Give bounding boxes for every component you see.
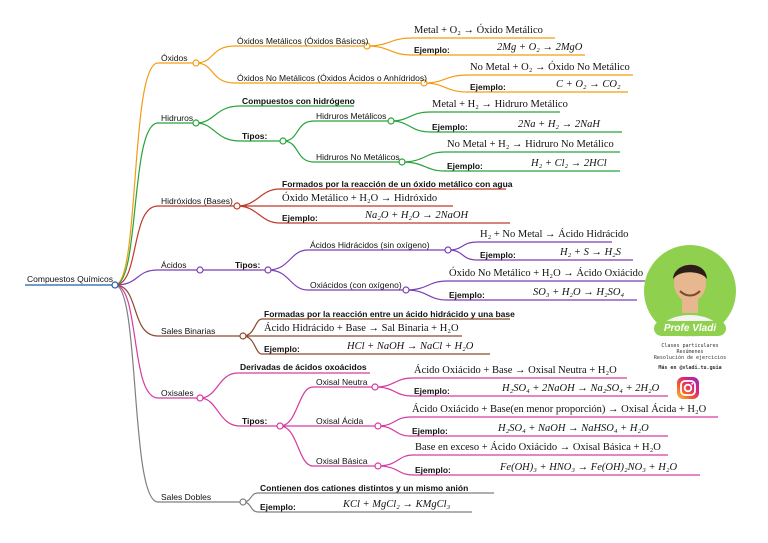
- hidruros-no-metalicos-label: Hidruros No Metálicos: [316, 152, 400, 162]
- acidos-hidracidos-ejemplo: H₂ + S → H₂S: [560, 247, 621, 259]
- oxisal-acida-ejemplo: H₂SO₄ + NaOH → NaHSO₄ + H₂O: [498, 423, 649, 435]
- oxisal-acida-formula: Ácido Oxiácido + Base(en menor proporció…: [412, 404, 706, 416]
- oxisal-neutra-formula: Ácido Oxiácido + Base → Oxisal Neutra + …: [414, 365, 617, 377]
- oxidos-no-metalicos-ejemplo-label: Ejemplo:: [470, 82, 506, 92]
- promo-name-badge: Profe Vladi: [654, 321, 726, 336]
- oxisal-acida-ejemplo-label: Ejemplo:: [412, 426, 448, 436]
- oxisal-neutra-ejemplo: H₂SO₄ + 2NaOH → Na₂SO₄ + 2H₂O: [502, 383, 659, 395]
- sales-binarias-formula: Ácido Hidrácido + Base → Sal Binaria + H…: [264, 323, 459, 335]
- oxidos-metalicos-ejemplo: 2Mg + O₂ → 2MgO: [497, 42, 582, 54]
- instagram-icon[interactable]: [677, 377, 699, 399]
- acidos-hidracidos-ejemplo-label: Ejemplo:: [480, 250, 516, 260]
- hidruros-metalicos-label: Hidruros Metálicos: [316, 111, 386, 121]
- hidroxidos-ejemplo: Na₂O + H₂O → 2NaOH: [365, 210, 468, 222]
- branch-oxisales: Oxisales: [161, 388, 194, 398]
- promo-line-4: Más en @vladi.tu.guia: [640, 365, 740, 371]
- oxisal-acida-label: Oxisal Ácida: [316, 416, 363, 426]
- acidos-hidracidos-formula: H₂ + No Metal → Ácido Hidrácido: [480, 229, 628, 241]
- promo-line-3: Resolución de ejercicios: [640, 355, 740, 361]
- branch-hidruros: Hidruros: [161, 113, 193, 123]
- acidos-oxacidos-ejemplo: SO₃ + H₂O → H₂SO₄: [533, 287, 624, 299]
- hidruros-tipos-label: Tipos:: [242, 131, 267, 141]
- sales-dobles-desc: Contienen dos cationes distintos y un mi…: [260, 483, 468, 493]
- hidruros-no-metalicos-ejemplo: H₂ + Cl₂ → 2HCl: [531, 158, 607, 170]
- oxisales-desc: Derivadas de ácidos oxoácidos: [240, 362, 367, 372]
- branch-hidroxidos: Hidróxidos (Bases): [161, 196, 233, 206]
- acidos-oxacidos-ejemplo-label: Ejemplo:: [449, 290, 485, 300]
- oxisal-neutra-label: Oxisal Neutra: [316, 377, 368, 387]
- oxisal-basica-formula: Base en exceso + Ácido Oxiácido → Oxisal…: [415, 442, 661, 454]
- branch-sales-binarias: Sales Binarias: [161, 326, 215, 336]
- oxisal-basica-label: Oxisal Básica: [316, 456, 368, 466]
- oxidos-metalicos-formula: Metal + O₂ → Óxido Metálico: [414, 25, 543, 37]
- hidruros-desc: Compuestos con hidrógeno: [242, 96, 355, 106]
- oxisal-basica-ejemplo-label: Ejemplo:: [415, 465, 451, 475]
- acidos-tipos-label: Tipos:: [235, 260, 260, 270]
- hidroxidos-ejemplo-label: Ejemplo:: [282, 213, 318, 223]
- root-node: Compuestos Químicos: [27, 274, 113, 284]
- acidos-oxacidos-formula: Óxido No Metálico + H₂O → Ácido Oxiácido: [449, 268, 643, 280]
- sales-binarias-ejemplo: HCl + NaOH → NaCl + H₂O: [347, 341, 473, 353]
- hidroxidos-formula: Óxido Metálico + H₂O → Hidróxido: [282, 193, 437, 205]
- oxidos-metalicos-ejemplo-label: Ejemplo:: [414, 45, 450, 55]
- acidos-hidracidos-label: Ácidos Hidrácidos (sin oxígeno): [310, 240, 430, 250]
- oxidos-no-metalicos-formula: No Metal + O₂ → Óxido No Metálico: [470, 62, 630, 74]
- oxidos-metalicos-label: Óxidos Metálicos (Óxidos Básicos): [237, 36, 368, 46]
- sales-binarias-ejemplo-label: Ejemplo:: [264, 344, 300, 354]
- hidruros-metalicos-ejemplo-label: Ejemplo:: [432, 122, 468, 132]
- instagram-glyph: [677, 377, 699, 399]
- hidruros-metalicos-formula: Metal + H₂ → Hidruro Metálico: [432, 99, 568, 111]
- acidos-oxacidos-label: Oxiácidos (con oxígeno): [310, 280, 402, 290]
- hidruros-no-metalicos-formula: No Metal + H₂ → Hidruro No Metálico: [447, 139, 614, 151]
- promo-card: Profe Vladi Clases particulares Resúmene…: [640, 245, 740, 375]
- oxidos-no-metalicos-label: Óxidos No Metálicos (Óxidos Ácidos o Anh…: [237, 73, 427, 83]
- hidruros-metalicos-ejemplo: 2Na + H₂ → 2NaH: [518, 119, 600, 131]
- branch-oxidos: Óxidos: [161, 53, 187, 63]
- oxisales-tipos-label: Tipos:: [242, 416, 267, 426]
- branch-acidos: Ácidos: [161, 260, 187, 270]
- hidroxidos-desc: Formados por la reacción de un óxido met…: [282, 179, 513, 189]
- sales-dobles-ejemplo-label: Ejemplo:: [260, 502, 296, 512]
- oxidos-no-metalicos-ejemplo: C + O₂ → CO₂: [556, 79, 621, 91]
- sales-binarias-desc: Formadas por la reacción entre un ácido …: [264, 309, 515, 319]
- oxisal-neutra-ejemplo-label: Ejemplo:: [414, 386, 450, 396]
- sales-dobles-ejemplo: KCl + MgCl₂ → KMgCl₃: [343, 499, 450, 511]
- oxisal-basica-ejemplo: Fe(OH)₃ + HNO₃ → Fe(OH)₂NO₃ + H₂O: [500, 462, 677, 474]
- hidruros-no-metalicos-ejemplo-label: Ejemplo:: [447, 161, 483, 171]
- branch-sales-dobles: Sales Dobles: [161, 492, 211, 502]
